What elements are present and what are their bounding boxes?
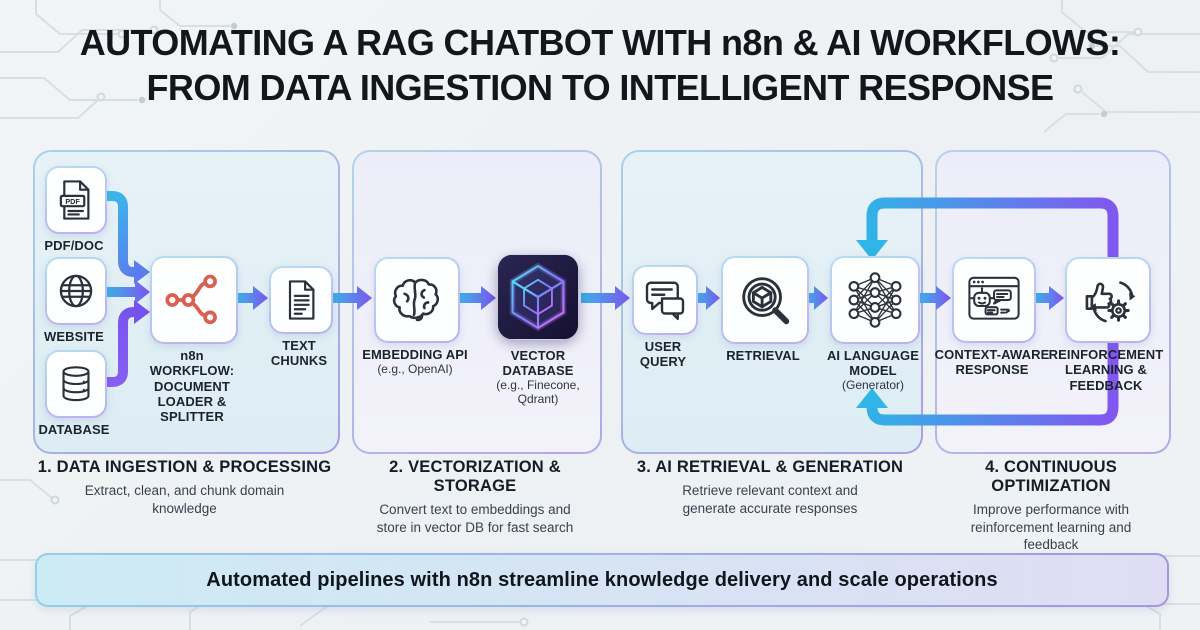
section-description: Extract, clean, and chunk domain knowled…	[84, 483, 285, 516]
pdf-document-icon: PDF	[45, 166, 107, 234]
summary-banner-text: Automated pipelines with n8n streamline …	[206, 568, 998, 591]
database-icon	[45, 350, 107, 418]
node-label: EMBEDDING API	[362, 347, 468, 362]
chatbot-window-icon	[952, 257, 1036, 343]
summary-banner: Automated pipelines with n8n streamline …	[35, 553, 1169, 607]
node-label: DATABASE	[38, 422, 110, 437]
section-heading: 1. DATA INGESTION & PROCESSING	[37, 458, 332, 476]
section-description: Improve performance with reinforcement l…	[970, 502, 1132, 553]
section-caption-4: 4. CONTINUOUS OPTIMIZATION Improve perfo…	[935, 458, 1167, 554]
title-line-2: FROM DATA INGESTION TO INTELLIGENT RESPO…	[146, 67, 1055, 109]
brain-icon	[374, 257, 460, 343]
node-label: USER QUERY	[639, 339, 687, 370]
section-caption-1: 1. DATA INGESTION & PROCESSING Extract, …	[33, 458, 336, 517]
node-label: TEXT CHUNKS	[270, 338, 328, 369]
vector-cube-icon	[497, 254, 579, 340]
node-label: WEBSITE	[44, 329, 104, 344]
section-heading: 3. AI RETRIEVAL & GENERATION	[636, 458, 904, 476]
neural-network-icon	[830, 256, 920, 344]
node-label: n8n WORKFLOW: DOCUMENT LOADER & SPLITTER	[149, 348, 235, 425]
section-caption-2: 2. VECTORIZATION & STORAGE Convert text …	[352, 458, 598, 536]
n8n-workflow-icon	[150, 256, 238, 344]
text-chunks-icon	[269, 266, 333, 334]
node-sublabel: (e.g., OpenAI)	[377, 362, 453, 376]
section-heading: 2. VECTORIZATION & STORAGE	[389, 458, 561, 495]
node-label: PDF/DOC	[44, 238, 104, 253]
section-heading: 4. CONTINUOUS OPTIMIZATION	[985, 458, 1117, 495]
section-caption-3: 3. AI RETRIEVAL & GENERATION Retrieve re…	[621, 458, 919, 517]
section-description: Convert text to embeddings and store in …	[376, 502, 574, 535]
page-title: AUTOMATING A RAG CHATBOT WITH n8n & AI W…	[0, 20, 1200, 111]
node-sublabel: (Generator)	[841, 378, 905, 392]
title-line-1: AUTOMATING A RAG CHATBOT WITH n8n & AI W…	[79, 22, 1121, 63]
node-label: RETRIEVAL	[726, 348, 800, 363]
section-description: Retrieve relevant context and generate a…	[682, 483, 858, 516]
chat-bubbles-icon	[632, 265, 698, 335]
pdf-badge: PDF	[65, 197, 80, 206]
node-label: REINFORCEMENT LEARNING & FEEDBACK	[1048, 347, 1164, 393]
node-label: VECTOR DATABASE	[502, 348, 574, 379]
node-sublabel: (e.g., Finecone, Qdrant)	[496, 378, 580, 406]
search-cube-icon	[721, 256, 809, 344]
thumbs-up-gear-icon	[1065, 257, 1151, 343]
globe-icon	[45, 257, 107, 325]
